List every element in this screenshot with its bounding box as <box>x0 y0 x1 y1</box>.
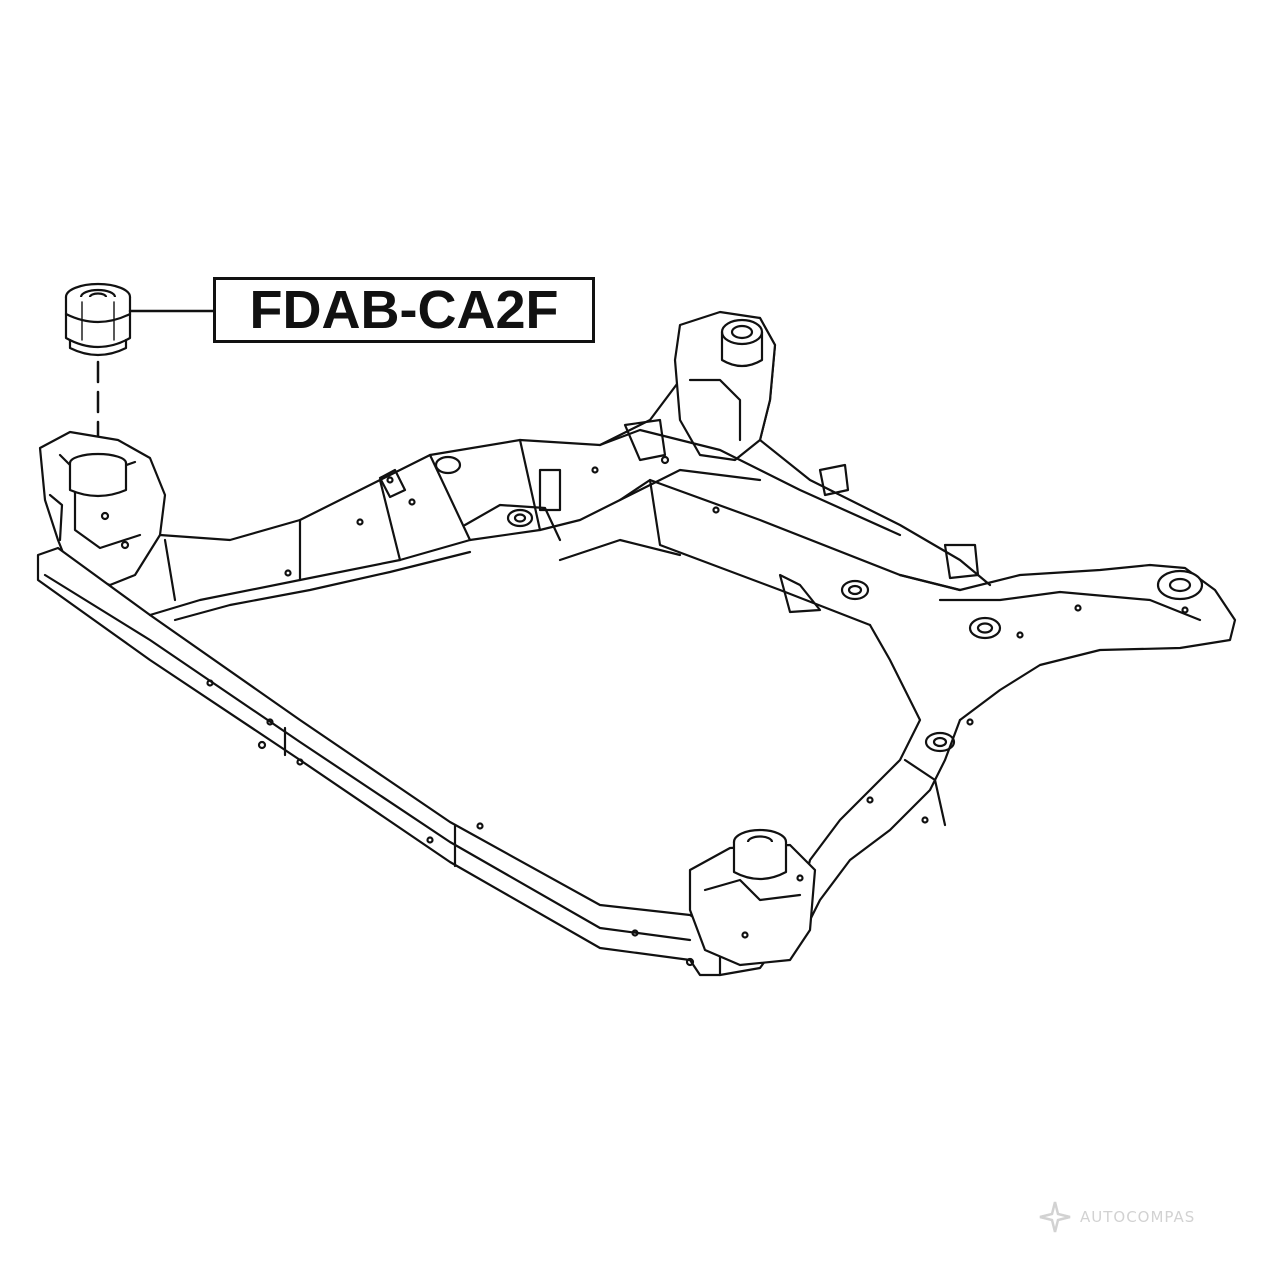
subframe-body <box>36 310 1237 977</box>
part-number-label: FDAB-CA2F <box>213 277 595 343</box>
watermark: AUTOCOMPAS <box>1036 1197 1195 1237</box>
autocompas-logo-icon <box>1039 1201 1071 1233</box>
bushing-part <box>64 282 132 357</box>
watermark-text: AUTOCOMPAS <box>1080 1208 1196 1226</box>
